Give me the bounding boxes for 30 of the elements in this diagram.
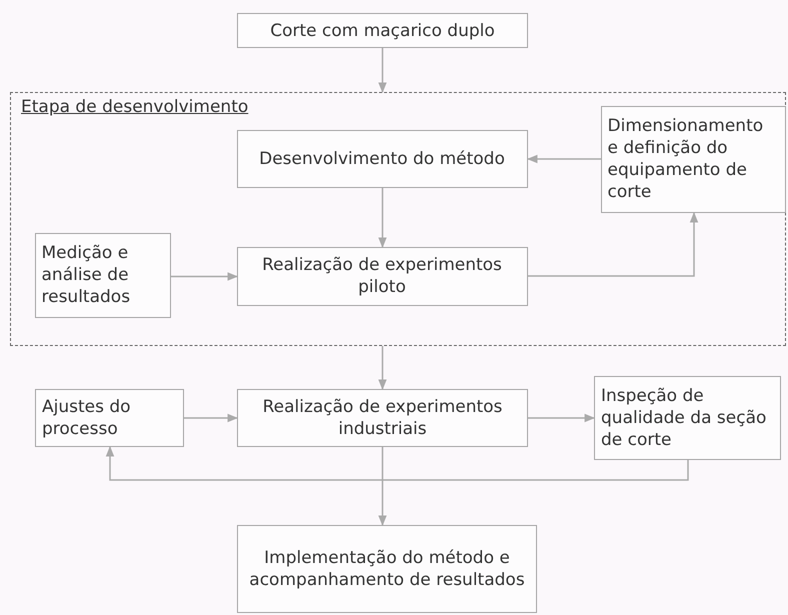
arrow: [378, 188, 387, 248]
dashed-group-frame: [10, 92, 786, 346]
process-box: [594, 376, 781, 460]
box-text: Inspeção de qualidade da seção de corte: [601, 385, 768, 451]
arrow: [106, 446, 689, 481]
box-text: Corte com maçarico duplo: [270, 20, 495, 42]
arrow: [184, 414, 238, 422]
process-box: [34, 232, 170, 318]
process-box: [237, 13, 528, 48]
arrow: [526, 154, 601, 164]
box-text: Realização de experimentos industriais: [262, 396, 504, 440]
arrow: [378, 346, 387, 390]
process-box: [237, 525, 537, 613]
arrow: [378, 447, 387, 526]
process-box: [600, 106, 786, 212]
box-text: Ajustes do processo: [42, 396, 132, 440]
process-box: [236, 130, 528, 188]
arrow: [378, 48, 387, 94]
box-text: Desenvolvimento do método: [259, 148, 505, 170]
box-text: Dimensionamento e definição do equipamento de corte: [608, 115, 764, 203]
box-text: Implementação do método e acompanhamento de resultados: [248, 547, 526, 591]
group-title: Etapa de desenvolvimento: [21, 97, 248, 117]
box-text: Medição e análise de resultados: [42, 242, 132, 308]
process-box: [35, 389, 184, 447]
process-box: [237, 389, 528, 447]
arrow: [171, 272, 238, 281]
arrow: [528, 414, 596, 422]
process-box: [236, 246, 528, 306]
box-text: Realização de experimentos piloto: [261, 254, 503, 298]
arrow: [528, 212, 698, 277]
